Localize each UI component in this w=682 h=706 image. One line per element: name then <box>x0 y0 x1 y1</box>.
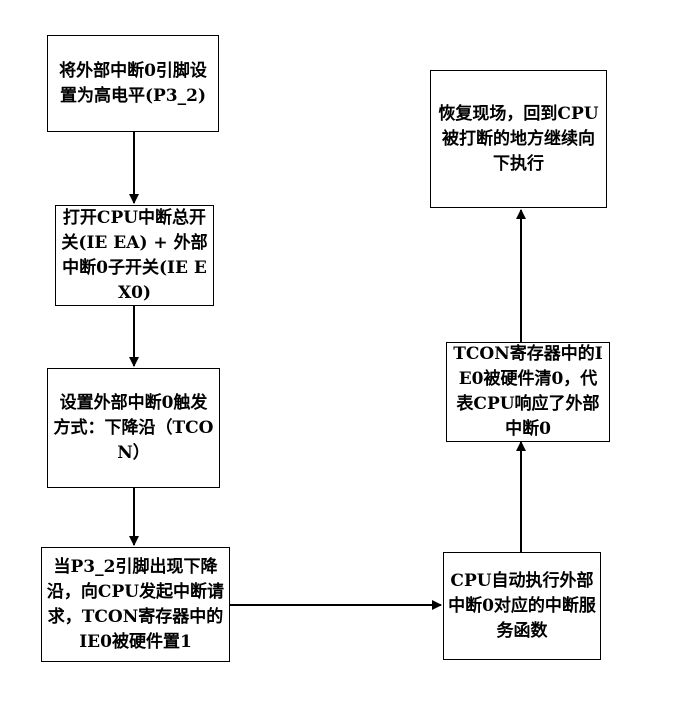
node-hardware-clear: TCON寄存器中的IE0被硬件清0，代表CPU响应了外部中断0 <box>446 342 610 442</box>
node-restore-context: 恢复现场，回到CPU被打断的地方继续向下执行 <box>430 70 607 208</box>
node-enable-interrupts: 打开CPU中断总开关(IE EA) + 外部中断0子开关(IE EX0) <box>55 205 214 306</box>
node-set-trigger-mode: 设置外部中断0触发方式：下降沿（TCON） <box>47 368 220 488</box>
node-set-pin-high: 将外部中断0引脚设置为高电平(P3_2) <box>47 35 219 132</box>
node-execute-isr: CPU自动执行外部中断0对应的中断服务函数 <box>443 552 601 660</box>
node-interrupt-request: 当P3_2引脚出现下降沿，向CPU发起中断请求，TCON寄存器中的IE0被硬件置… <box>41 547 230 662</box>
